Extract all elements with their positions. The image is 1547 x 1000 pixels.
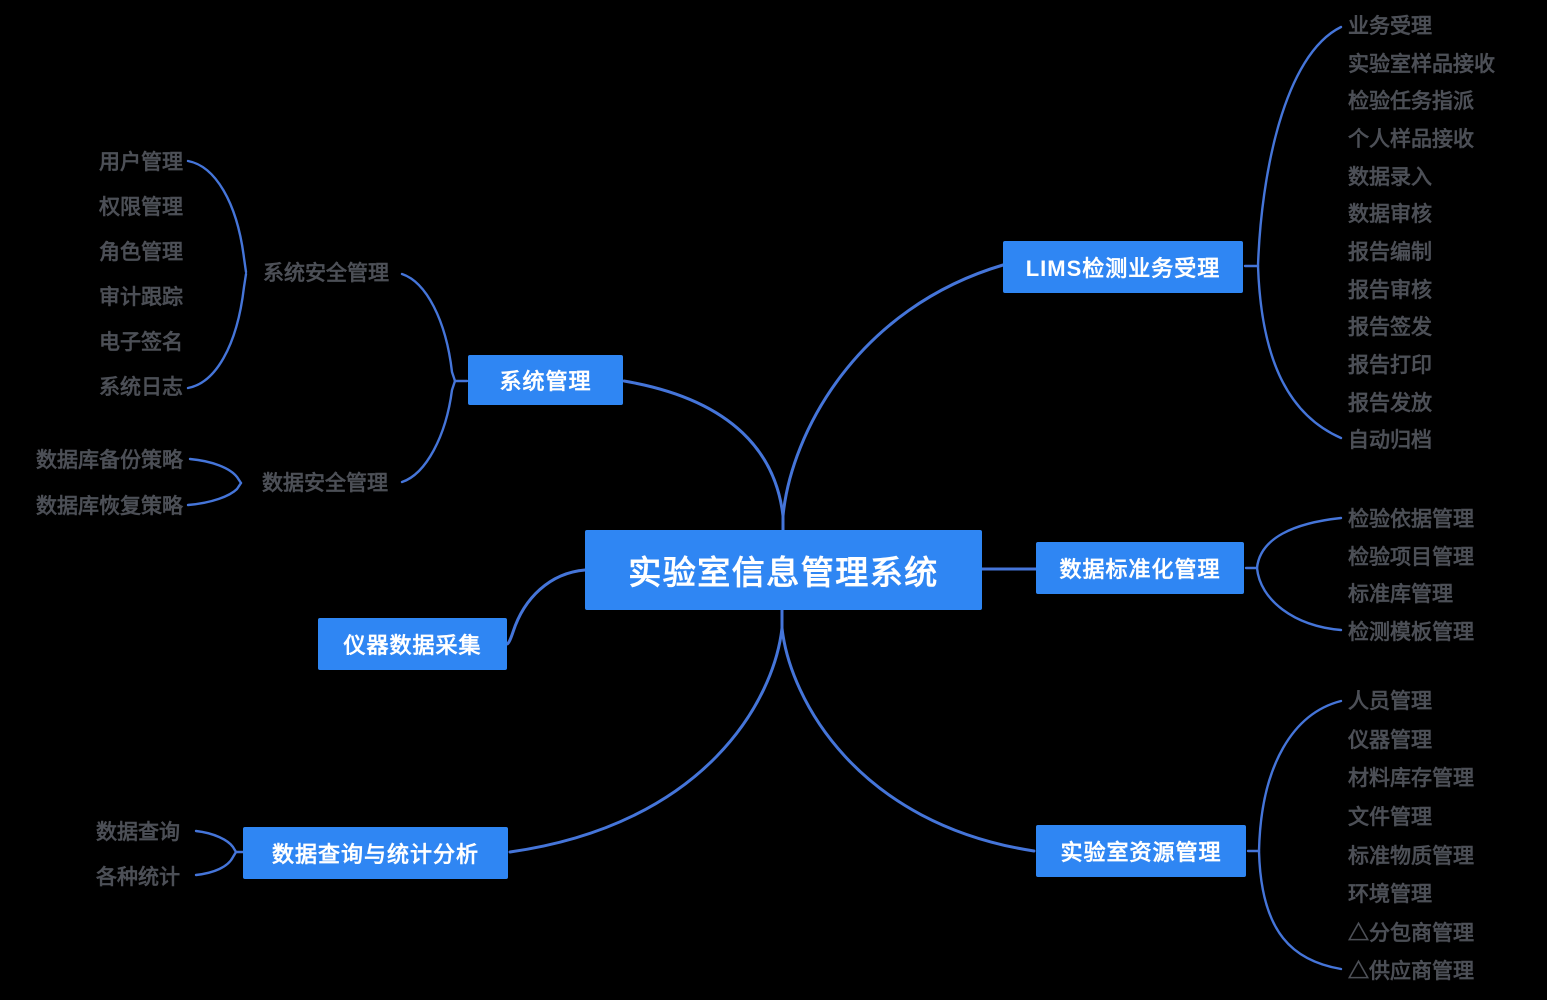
node-query-statistics[interactable]: 数据查询与统计分析	[243, 827, 508, 879]
leaf-topic[interactable]: 审计跟踪	[99, 285, 183, 309]
leaf-list-resource: 人员管理仪器管理材料库存管理文件管理标准物质管理环境管理 △分包商管理 △供应商管理	[1348, 681, 1474, 990]
leaf-topic[interactable]: 报告审核	[1348, 278, 1432, 302]
leaf-topic[interactable]: 个人样品接收	[1348, 127, 1474, 151]
brace-query-top	[194, 829, 238, 854]
brace-resource-bottom	[1257, 849, 1343, 971]
connector-root-to-system	[622, 379, 785, 518]
leaf-topic[interactable]: 业务受理	[1348, 14, 1432, 38]
brace-datasec-top	[188, 457, 243, 485]
leaf-list-data-security: 数据库备份策略数据库恢复策略	[36, 436, 183, 528]
node-system-management[interactable]: 系统管理	[468, 355, 623, 405]
leaf-topic[interactable]: 数据查询	[96, 820, 180, 844]
leaf-topic[interactable]: 自动归档	[1348, 429, 1432, 453]
leaf-topic[interactable]: 各种统计	[96, 865, 180, 889]
brace-resource-top	[1257, 699, 1343, 853]
node-instrument-data-collection[interactable]: 仪器数据采集	[318, 618, 507, 670]
leaf-topic[interactable]: 标准物质管理	[1348, 844, 1474, 868]
leaf-topic[interactable]: △分包商管理	[1348, 921, 1474, 945]
brace-lims-top	[1256, 25, 1343, 268]
brace-standard-bottom	[1255, 566, 1343, 632]
leaf-topic[interactable]: 报告打印	[1348, 354, 1432, 378]
leaf-topic[interactable]: 仪器管理	[1348, 728, 1432, 752]
leaf-topic[interactable]: 数据库备份策略	[36, 449, 183, 472]
leaf-topic[interactable]: 检测模板管理	[1348, 620, 1474, 644]
leaf-topic[interactable]: 报告发放	[1348, 391, 1432, 415]
leaf-topic[interactable]: 报告签发	[1348, 316, 1432, 340]
leaf-topic[interactable]: 电子签名	[99, 330, 183, 354]
topic-data-security[interactable]: 数据安全管理	[262, 472, 388, 495]
leaf-list-system-security: 用户管理权限管理角色管理审计跟踪电子签名系统日志	[99, 138, 183, 408]
brace-standard-top	[1255, 516, 1343, 570]
leaf-topic[interactable]: 材料库存管理	[1348, 767, 1474, 791]
leaf-list-standardization: 检验依据管理检验项目管理标准库管理检测模板管理	[1348, 499, 1474, 650]
leaf-topic[interactable]: 数据审核	[1348, 203, 1432, 227]
connector-root-to-query	[508, 626, 784, 854]
connector-root-to-instrument	[505, 568, 587, 646]
node-root[interactable]: 实验室信息管理系统	[585, 530, 982, 610]
leaf-topic[interactable]: 数据库恢复策略	[36, 495, 183, 518]
leaf-list-lims: 业务受理实验室样品接收检验任务指派个人样品接收数据录入数据审核报告编制报告审核报…	[1348, 6, 1495, 458]
leaf-topic[interactable]: 数据录入	[1348, 165, 1432, 189]
leaf-topic[interactable]: 环境管理	[1348, 883, 1432, 907]
leaf-topic[interactable]: 系统日志	[99, 375, 183, 399]
leaf-topic[interactable]: 报告编制	[1348, 240, 1432, 264]
connector-system-to-datasec	[400, 379, 457, 484]
leaf-topic[interactable]: 检验依据管理	[1348, 507, 1474, 531]
connector-root-to-lims	[781, 263, 1005, 518]
leaf-topic[interactable]: △供应商管理	[1348, 960, 1474, 984]
brace-query-bottom	[194, 850, 238, 877]
leaf-topic[interactable]: 实验室样品接收	[1348, 52, 1495, 76]
node-data-standardization[interactable]: 数据标准化管理	[1036, 542, 1244, 594]
leaf-topic[interactable]: 检验任务指派	[1348, 90, 1474, 114]
node-lab-resource[interactable]: 实验室资源管理	[1036, 825, 1246, 877]
leaf-topic[interactable]: 人员管理	[1348, 690, 1432, 714]
connector-system-to-syssec	[400, 272, 457, 383]
leaf-topic[interactable]: 标准库管理	[1348, 583, 1453, 607]
topic-system-security[interactable]: 系统安全管理	[263, 262, 389, 285]
brace-syssec-bottom	[186, 272, 248, 390]
node-lims-business[interactable]: LIMS检测业务受理	[1003, 241, 1243, 293]
connector-root-to-resource	[780, 626, 1036, 853]
leaf-topic[interactable]: 检验项目管理	[1348, 545, 1474, 569]
leaf-topic[interactable]: 角色管理	[99, 240, 183, 264]
brace-datasec-bottom	[186, 481, 243, 507]
leaf-topic[interactable]: 文件管理	[1348, 806, 1432, 830]
brace-syssec-top	[186, 159, 248, 274]
leaf-topic[interactable]: 权限管理	[99, 195, 183, 219]
leaf-topic[interactable]: 用户管理	[99, 150, 183, 174]
leaf-list-query: 数据查询各种统计	[96, 808, 180, 898]
brace-lims-bottom	[1256, 264, 1343, 440]
